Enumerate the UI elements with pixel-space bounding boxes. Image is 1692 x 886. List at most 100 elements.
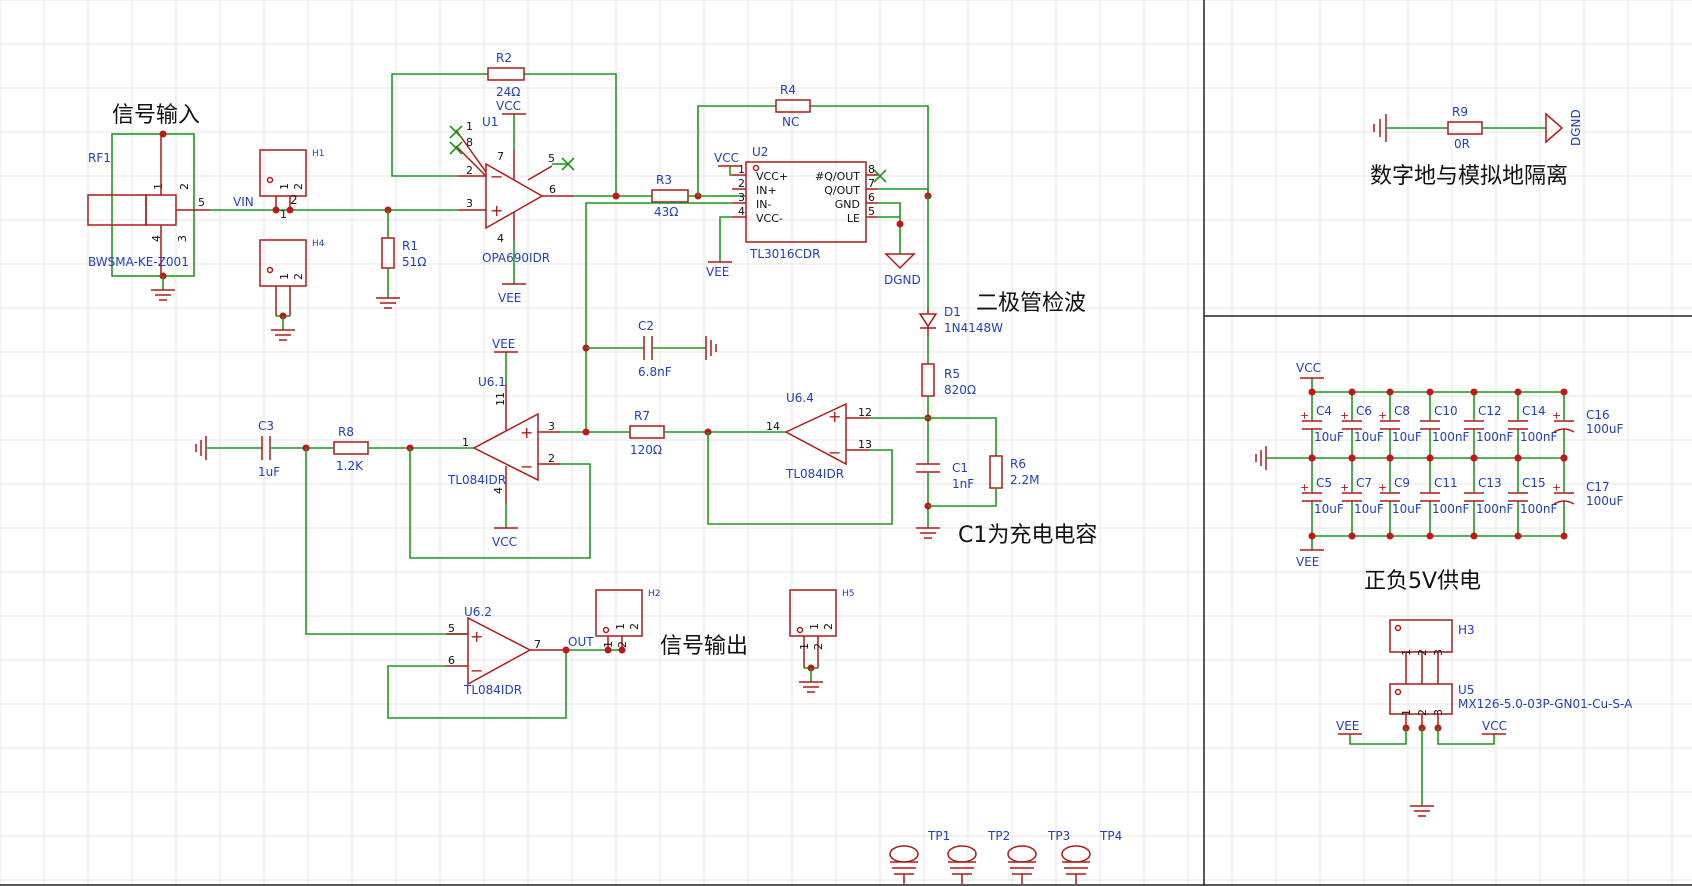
u6-1-opamp[interactable]: + − 1 3 2 11 4 U6.1 TL084IDR <box>447 375 560 504</box>
r2-resistor[interactable]: R2 24Ω <box>487 51 525 99</box>
bottom-cap-ref-2: C7 <box>1356 476 1372 490</box>
tp4-screw-icon[interactable]: TP4 <box>1061 829 1122 884</box>
u6-4-opamp[interactable]: + − 14 12 13 U6.4 TL084IDR <box>766 391 872 481</box>
svg-text:1: 1 <box>278 183 291 190</box>
h5-ground-icon <box>799 681 823 693</box>
r7-ref: R7 <box>634 409 650 423</box>
r2-ref: R2 <box>496 51 512 65</box>
svg-text:2: 2 <box>822 623 835 630</box>
svg-text:4: 4 <box>497 232 504 245</box>
d1-ref: D1 <box>944 305 961 319</box>
u6-1-ref: U6.1 <box>478 375 506 389</box>
u6-1-vcc-label: VCC <box>492 535 517 549</box>
r8-resistor[interactable]: R8 1.2K <box>333 425 369 473</box>
h5-ref: H5 <box>842 589 855 599</box>
h3-header[interactable]: 1 2 3 H3 <box>1389 619 1475 684</box>
u6-4-value: TL084IDR <box>785 467 844 481</box>
svg-text:2: 2 <box>290 193 298 207</box>
r7-resistor[interactable]: R7 120Ω <box>629 409 665 457</box>
r3-resistor[interactable]: R3 43Ω <box>651 173 689 219</box>
top-cap-value-6: 100nF <box>1520 430 1558 444</box>
u5-connector[interactable]: 1 2 3 U5 MX126-5.0-03P-GN01-Cu-S-A <box>1389 683 1633 728</box>
svg-text:2: 2 <box>738 177 745 190</box>
rf1-ground-icon <box>151 289 175 301</box>
u6-2-ref: U6.2 <box>464 605 492 619</box>
rf1-connector[interactable]: 5 1 2 4 3 RF1 BWSMA-KE-Z001 <box>87 130 210 291</box>
svg-text:1: 1 <box>280 208 287 221</box>
h5-header[interactable]: 1 2 1 2 H5 <box>789 589 855 682</box>
svg-text:+: + <box>1340 481 1349 494</box>
top-cap-ref-6: C14 <box>1522 404 1546 418</box>
tp3-screw-icon[interactable]: TP3 <box>1007 829 1070 884</box>
u2-comparator[interactable]: 1 2 3 4 8 7 6 5 VCC+ IN+ IN- VCC- #Q/OUT… <box>732 145 878 261</box>
r5-value: 820Ω <box>944 383 976 397</box>
rf1-ref: RF1 <box>88 151 111 165</box>
svg-text:14: 14 <box>766 420 780 433</box>
svg-text:2: 2 <box>812 643 825 650</box>
u1-value: OPA690IDR <box>482 251 550 265</box>
h2-header[interactable]: 1 2 1 2 H2 <box>595 589 661 650</box>
svg-text:2: 2 <box>616 641 629 648</box>
svg-text:2: 2 <box>548 452 555 465</box>
c3-capacitor[interactable]: C3 1uF <box>258 419 280 479</box>
svg-text:6: 6 <box>448 654 455 667</box>
r9-value: 0R <box>1454 137 1470 151</box>
top-cap-ref-1: C4 <box>1316 404 1332 418</box>
bottom-cap-ref-6: C15 <box>1522 476 1546 490</box>
svg-text:5: 5 <box>448 622 455 635</box>
u2-value: TL3016CDR <box>749 247 821 261</box>
top-cap-ref-7: C16 <box>1586 408 1610 422</box>
bottom-cap-ref-1: C5 <box>1316 476 1332 490</box>
svg-text:12: 12 <box>858 406 872 419</box>
r5-ref: R5 <box>944 367 960 381</box>
top-capacitor-6[interactable]: C14 100nF <box>1508 388 1558 462</box>
c1-capacitor[interactable]: C1 1nF <box>916 461 974 491</box>
u6-2-opamp[interactable]: + − 5 6 7 U6.2 TL084IDR <box>446 605 566 697</box>
r1-resistor[interactable]: R1 51Ω <box>381 210 426 298</box>
h1-header[interactable]: 1 2 1 2 H1 <box>259 149 325 221</box>
top-cap-value-4: 100nF <box>1432 430 1470 444</box>
r5-resistor[interactable]: R5 820Ω <box>921 363 976 397</box>
u2-pin-vccp: VCC+ <box>756 170 788 183</box>
svg-text:5: 5 <box>198 196 205 209</box>
r6-resistor[interactable]: R6 2.2M <box>989 455 1039 489</box>
r4-resistor[interactable]: R4 NC <box>775 83 811 129</box>
top-cap-value-1: 10uF <box>1314 430 1344 444</box>
svg-text:4: 4 <box>738 205 745 218</box>
tp1-screw-icon[interactable]: TP1 <box>889 829 950 884</box>
test-points[interactable]: TP1 TP2 TP3 TP4 <box>889 829 1122 884</box>
svg-text:−: − <box>520 457 533 476</box>
h4-header[interactable]: 1 2 H4 <box>259 239 325 330</box>
svg-text:1: 1 <box>152 183 165 190</box>
c2-capacitor[interactable]: C2 6.8nF <box>638 319 672 379</box>
svg-text:8: 8 <box>868 163 875 176</box>
decoupling-vcc-label: VCC <box>1296 361 1321 375</box>
r9-resistor[interactable]: R9 0R <box>1447 105 1483 151</box>
d1-diode[interactable]: D1 1N4148W <box>918 305 1003 336</box>
tp2-screw-icon[interactable]: TP2 <box>947 829 1010 884</box>
decoupling-bank: VCC VEE +C410uF+C610uF+C810uFC10100nFC12… <box>1255 361 1624 569</box>
bottom-cap-value-3: 10uF <box>1392 502 1422 516</box>
svg-text:1: 1 <box>798 643 811 650</box>
svg-text:4: 4 <box>150 235 163 242</box>
u2-pin-le: LE <box>847 212 860 225</box>
svg-text:7: 7 <box>497 150 504 163</box>
bottom-cap-ref-7: C17 <box>1586 480 1610 494</box>
u1-opamp[interactable]: − + 1 8 2 3 6 7 4 5 U1 OPA690IDR <box>455 115 574 265</box>
svg-text:−: − <box>470 661 483 680</box>
